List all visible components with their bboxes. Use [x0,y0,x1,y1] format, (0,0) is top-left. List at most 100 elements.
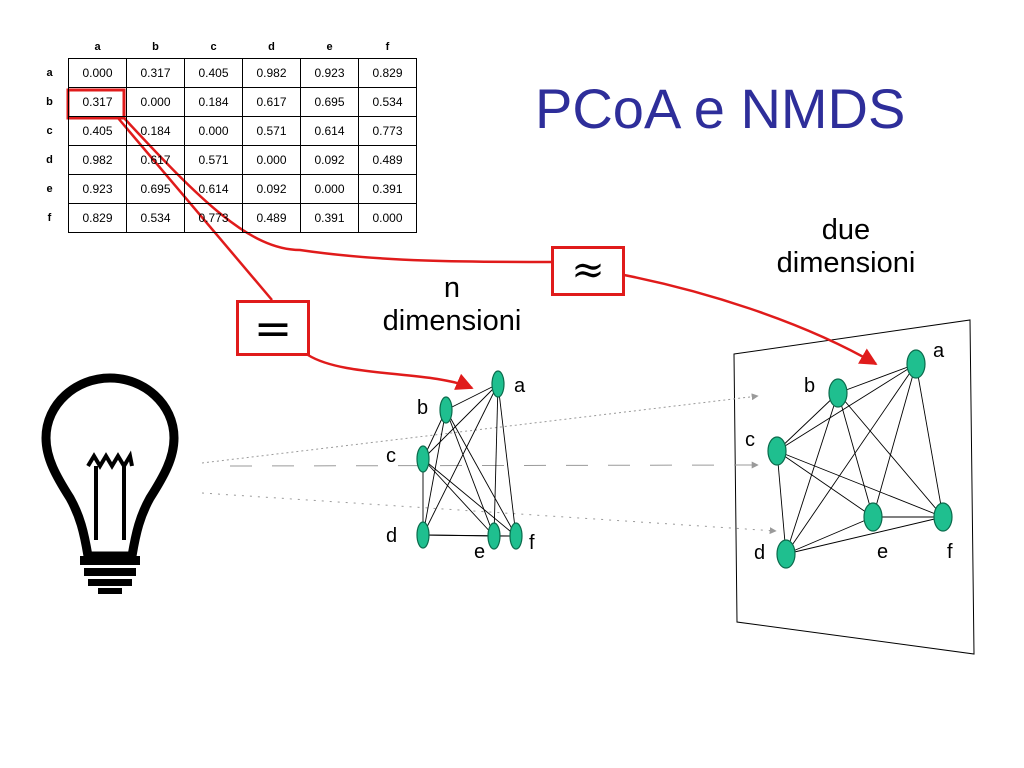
matrix-row-header: d [46,154,53,166]
matrix-col-header: c [210,41,217,53]
2d-label-f: f [947,541,953,563]
matrix-row: c 0.405 0.184 0.000 0.571 0.614 0.773 [31,116,417,146]
ndim-label-b: b [417,397,428,419]
2d-label-c: c [745,429,755,451]
matrix-row-header: b [46,96,53,108]
matrix-cell: 0.000 [300,174,359,204]
matrix-cell: 0.534 [358,87,417,117]
matrix-col-header: d [268,41,275,53]
matrix-cell: 0.617 [242,87,301,117]
matrix-col-header: f [385,41,390,53]
matrix-cell: 0.571 [184,145,243,175]
matrix-cell: 0.773 [358,116,417,146]
slide-title: PCoA e NMDS [535,77,906,140]
matrix-cell: 0.092 [242,174,301,204]
ndim-label-d: d [386,525,397,547]
matrix-cell: 0.000 [68,58,127,88]
matrix-row-header: f [47,212,52,224]
n-dim-graph-nodes [416,370,523,550]
matrix-cell: 0.617 [126,145,185,175]
two-dim-line1: due [821,214,871,246]
two-dim-node-labels: a b c d e f [745,340,953,564]
equal-symbol: = [253,301,293,355]
n-dim-node-labels: a b c d e f [386,375,535,563]
matrix-cell: 0.695 [300,87,359,117]
matrix-cell: 0.982 [68,145,127,175]
matrix-cell: 0.489 [242,203,301,233]
node-d-ndim [416,521,430,549]
matrix-cell: 0.695 [126,174,185,204]
node-c-ndim [416,445,430,473]
node-c-2d [767,436,787,466]
ndim-label-a: a [514,375,526,397]
equal-symbol-box: = [236,300,310,356]
matrix-col-header: e [326,41,333,53]
matrix-cell: 0.405 [184,58,243,88]
matrix-corner [31,36,69,59]
matrix-col-header: a [94,41,101,53]
node-f-ndim [509,522,523,550]
matrix-cell: 0.092 [300,145,359,175]
ndim-label-f: f [529,532,535,554]
n-dimensions-label: n dimensioni [350,272,554,338]
matrix-cell: 0.391 [300,203,359,233]
connector-approx-to-2d [623,273,878,366]
matrix-row: f 0.829 0.534 0.773 0.489 0.391 0.000 [31,203,417,233]
matrix-cell: 0.829 [358,58,417,88]
node-e-2d [863,502,883,532]
matrix-cell: 0.000 [184,116,243,146]
matrix-row-header: e [46,183,53,195]
matrix-row-header: c [46,125,53,137]
matrix-cell: 0.773 [184,203,243,233]
matrix-header-row: a b c d e f [31,36,417,59]
projection-rays [201,393,777,535]
matrix-cell: 0.571 [242,116,301,146]
approx-symbol-box: ≈ [551,246,625,296]
matrix-row: d 0.982 0.617 0.571 0.000 0.092 0.489 [31,145,417,175]
matrix-cell: 0.184 [126,116,185,146]
matrix-cell: 0.829 [68,203,127,233]
n-dim-graph-edges [422,383,517,537]
matrix-cell: 0.534 [126,203,185,233]
n-dim-line2: dimensioni [382,305,522,337]
ndim-label-c: c [386,445,396,467]
node-a-ndim [491,370,505,398]
two-dim-graph-edges [776,363,944,555]
matrix-cell: 0.614 [184,174,243,204]
node-b-2d [828,378,848,408]
matrix-cell: 0.000 [358,203,417,233]
projection-plane [733,319,975,655]
matrix-row: e 0.923 0.695 0.614 0.092 0.000 0.391 [31,174,417,204]
node-f-2d [933,502,953,532]
matrix-cell: 0.184 [184,87,243,117]
matrix-cell: 0.000 [242,145,301,175]
matrix-row: b 0.317 0.000 0.184 0.617 0.695 0.534 [31,87,417,117]
matrix-row-header: a [46,67,53,79]
matrix-col-header: b [152,41,159,53]
2d-label-d: d [754,542,765,564]
node-b-ndim [439,396,453,424]
node-e-ndim [487,522,501,550]
two-dim-graph-nodes [767,349,953,569]
matrix-cell: 0.923 [300,58,359,88]
distance-matrix: a b c d e f a 0.000 0.317 0.405 0.982 0.… [31,36,417,233]
matrix-cell: 0.317 [126,58,185,88]
connector-equal-to-ndim [307,353,474,390]
2d-label-a: a [933,340,945,362]
matrix-row: a 0.000 0.317 0.405 0.982 0.923 0.829 [31,58,417,88]
node-a-2d [906,349,926,379]
matrix-cell: 0.489 [358,145,417,175]
matrix-cell: 0.614 [300,116,359,146]
matrix-cell: 0.000 [126,87,185,117]
node-d-2d [776,539,796,569]
n-dim-line1: n [443,272,461,304]
matrix-cell: 0.923 [68,174,127,204]
matrix-cell: 0.405 [68,116,127,146]
matrix-cell: 0.391 [358,174,417,204]
two-dimensions-label: due dimensioni [744,214,948,280]
two-dim-line2: dimensioni [776,247,916,279]
matrix-cell-highlighted: 0.317 [68,87,127,117]
matrix-cell: 0.982 [242,58,301,88]
2d-label-e: e [877,541,888,563]
